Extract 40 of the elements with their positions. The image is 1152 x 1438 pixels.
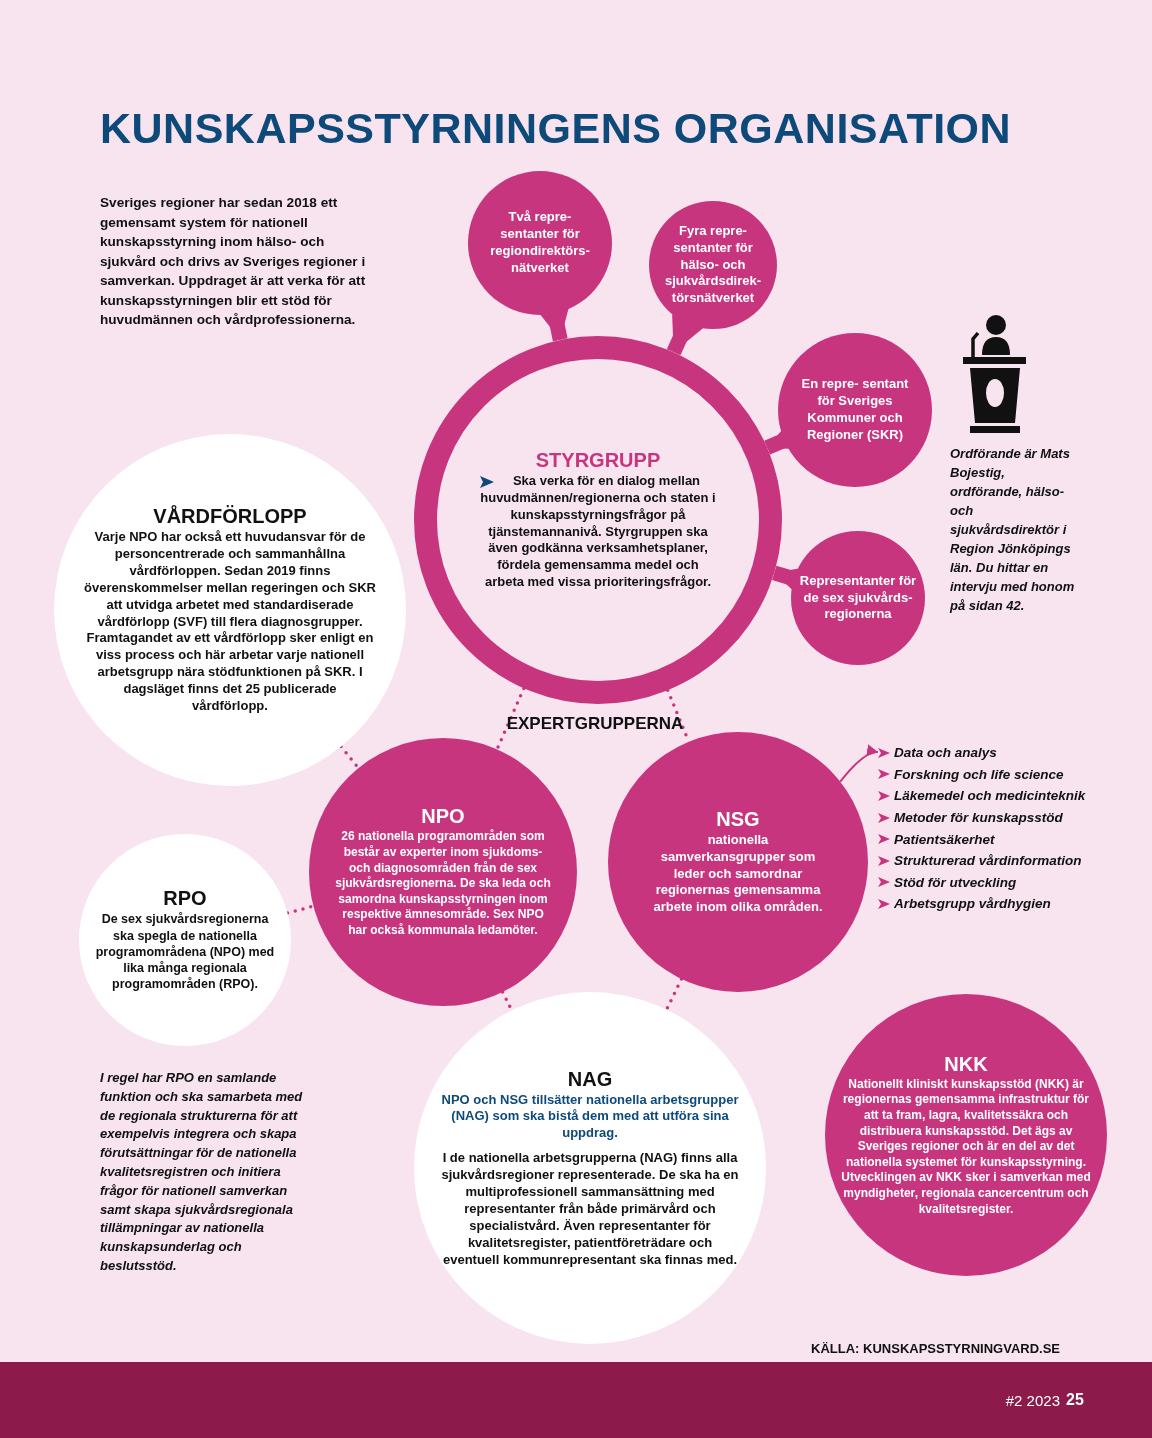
dotted-connector <box>339 744 361 770</box>
circle-text: 26 nationella programområden som består av experter inom sjukdoms- och diagnosområden från de sex sjukvårdsregionerna. De ska leda och samordna kunskapsstyrningen inom respektive ämnesområde. Sex NPO har också kommunala ledamöter. <box>334 829 552 939</box>
source-note: KÄLLA: KUNSKAPSSTYRNINGVARD.SE <box>810 1341 1060 1356</box>
circle-text: De sex sjukvårdsregionerna ska spegla de nationella programområdena (NPO) med lika många regionala programområden (RPO). <box>94 911 276 993</box>
list-item: Stöd för utveckling <box>894 874 1017 890</box>
circle-text: Representanter för de sex sjukvårds- regionerna <box>799 572 917 624</box>
list-item: Data och analys <box>894 745 997 761</box>
list-item: Forskning och life science <box>894 766 1064 782</box>
circle-text: En repre- sentant för Sveriges Kommuner och Regioner (SKR) <box>800 376 910 444</box>
issue-label: #2 2023 <box>1004 1392 1060 1409</box>
circle-heading: NPO <box>421 805 465 828</box>
circle-heading: STYRGRUPP <box>535 448 661 471</box>
circle-heading: RPO <box>163 887 207 910</box>
circle-heading: NKK <box>944 1052 988 1075</box>
circle-heading: VÅRDFÖRLOPP <box>153 505 307 528</box>
list-item: Patientsäkerhet <box>894 831 995 847</box>
arrow <box>839 745 879 783</box>
rpo-note: I regel har RPO en samlande funktion och ska samarbeta med de regionala strukturerna för att exempelvis integrera och skapa förutsättningar för de nationella kvalitetsregistren och initiera frågor för nationell samverkan samt skapa sjukvårdsregionala tillämpningar av nationella kunskapsunderlag och beslutsstöd. <box>100 1069 304 1275</box>
dotted-connector <box>495 686 526 752</box>
arrow <box>666 314 704 356</box>
intro-paragraph: Sveriges regioner har sedan 2018 ett gemensamt system för nationell kunskapsstyrning inom hälso- och sjukvård och drivs av Sveriges regioner i samverkan. Uppdraget är att verka för att kunskapsstyrningen blir ett stöd för huvudmännen och vårdprofessionerna. <box>100 194 367 329</box>
circle-text: nationella samverkansgrupper som leder och samordnar regionernas gemensamma arbete inom olika områden. <box>652 831 824 917</box>
list-item: Arbetsgrupp vårdhygien <box>894 896 1051 912</box>
chair-note: Ordförande är Mats Bojestig, ordförande, hälso- och sjukvårdsdirektör i Region Jönköpings län. Du hittar en intervju med honom på sidan 42. <box>950 445 1075 615</box>
circle-heading: NAG <box>567 1067 613 1090</box>
circle-text: I de nationella arbetsgrupperna (NAG) finns alla sjukvårdsregioner representerade. De ska ha en multiprofessionell sammansättning med representanter från både primärvård och specialistvård. Även representanter för kvalitetsregister, patientföreträdare och eventuell kommunrepresentant ska finnas med. <box>440 1150 740 1269</box>
circle-heading: NSG <box>716 807 760 830</box>
circle-text: Nationellt kliniskt kunskapsstöd (NKK) är regionernas gemensamma infrastruktur för att ta fram, lagra, kvalitetssäkra och distribuera kunskapsstöd. Det ägs av Sveriges regioner och är en del av det nationella systemet för kunskapsstyrning. Utvecklingen av NKK sker i samverkan med myndigheter, regionala cancercentrum och kvalitetsregister. <box>841 1076 1091 1218</box>
title: KUNSKAPSSTYRNINGENS ORGANISATION <box>100 104 1013 153</box>
circle-text: NPO och NSG tillsätter nationella arbetsgrupper (NAG) som ska bistå dem med att utföra sina uppdrag. <box>440 1091 740 1143</box>
page-number: 25 <box>1066 1391 1085 1409</box>
circle-text: Varje NPO har också ett huvudansvar för de personcentrerade och sammanhållna vårdförloppen. Sedan 2019 finns överenskommelser mellan regeringen och SKR att utvidga arbetet med standardiserade vårdförlopp (SVF) till flera diagnosgrupper. Framtagandet av ett vårdförlopp sker enligt en viss process och här arbetar varje nationell arbetsgrupp nära stödfunktionen på SKR. I dagsläget finns det 25 publicerade vårdförlopp. <box>84 529 376 715</box>
dotted-connector <box>664 977 684 1012</box>
group-label: EXPERTGRUPPERNA <box>505 714 685 734</box>
circle-text: Fyra repre- sentanter för hälso- och sjukvårdsdirek- törsnätverket <box>663 222 763 308</box>
list-item: Metoder för kunskapsstöd <box>894 810 1063 826</box>
circle-text: Ska verka för en dialog mellan huvudmännen/regionerna och staten i kunskapsstyrningsfrågor på tjänstemannanivå. Styrgruppen ska även godkänna verksamhetsplaner, fördela gemensamma medel och arbeta med vissa prioriteringsfrågor. <box>480 472 716 592</box>
list-item: Strukturerad vårdinformation <box>894 853 1082 869</box>
circle-text: Två repre- sentanter för regiondirektörs- nätverket <box>489 209 591 277</box>
list-item: Läkemedel och medicinteknik <box>894 788 1086 804</box>
